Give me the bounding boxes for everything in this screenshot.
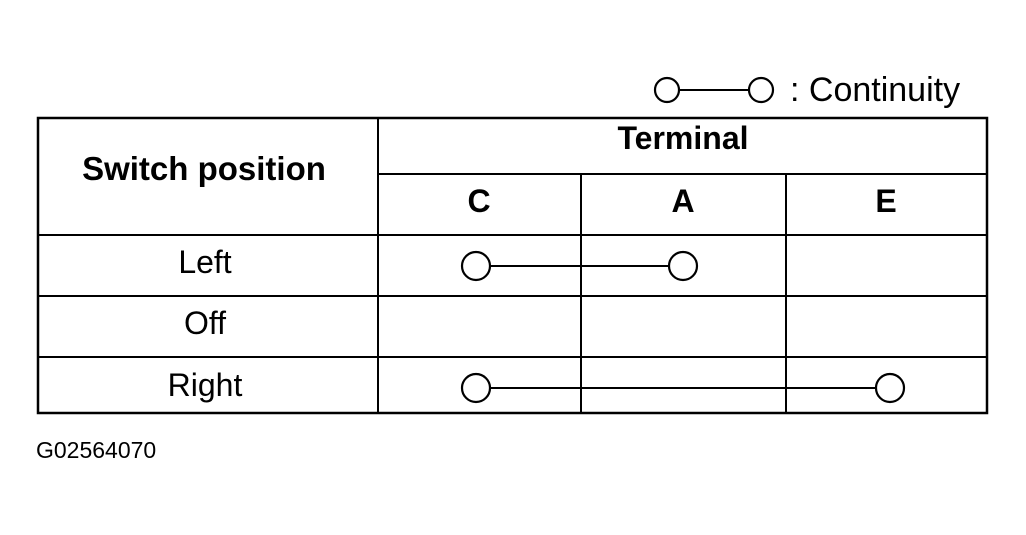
terminal-header: Terminal bbox=[618, 120, 749, 156]
legend: : Continuity bbox=[650, 68, 990, 112]
continuity-marks bbox=[460, 250, 906, 404]
continuity-terminal-e-right bbox=[874, 372, 906, 404]
terminal-c-header: C bbox=[467, 183, 490, 219]
terminal-e-header: E bbox=[875, 183, 896, 219]
row-label-off: Off bbox=[184, 305, 226, 341]
continuity-terminal-c-left bbox=[460, 250, 492, 282]
continuity-terminal-a-left bbox=[667, 250, 699, 282]
continuity-symbol-icon bbox=[653, 76, 775, 104]
legend-label: : Continuity bbox=[790, 71, 961, 109]
figure-code: G02564070 bbox=[36, 437, 157, 463]
continuity-terminal-c-right bbox=[460, 372, 492, 404]
row-label-left: Left bbox=[178, 244, 231, 280]
table-border bbox=[36, 116, 989, 415]
terminal-a-header: A bbox=[671, 183, 694, 219]
row-label-right: Right bbox=[168, 367, 243, 403]
switch-position-header: Switch position bbox=[82, 150, 326, 187]
